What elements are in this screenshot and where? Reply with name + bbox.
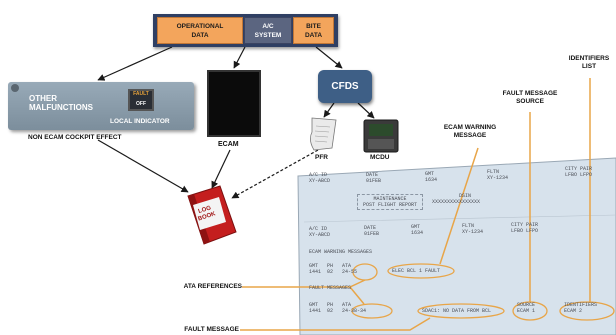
panel-screw-icon	[11, 84, 19, 92]
report-date2-header: DATE	[364, 225, 377, 231]
fault-message-source-callout: FAULT MESSAGE SOURCE	[502, 90, 558, 105]
fault-message-callout: FAULT MESSAGE	[184, 326, 239, 333]
arrow-to-ecam	[233, 46, 246, 69]
report-date-header: DATE	[366, 172, 379, 178]
non-ecam-cockpit-effect-label: NON ECAM COCKPIT EFFECT	[28, 134, 122, 141]
other-malfunctions-label: OTHER MALFUNCTIONS	[29, 94, 93, 112]
logbook-graphic	[187, 185, 237, 245]
report-gmt2-header: GMT	[411, 224, 421, 230]
ecam-label: ECAM	[218, 141, 239, 148]
arrow-to-cfds	[315, 46, 343, 69]
identifiers-list-callout: IDENTIFIERS LIST	[568, 55, 610, 70]
cockpit-panel	[8, 82, 194, 130]
report-city-header: CITY PAIR	[565, 166, 593, 172]
arrow-to-cockpit	[97, 46, 173, 81]
report-gmt-value: 1634	[425, 177, 438, 183]
report-dsin-value: XXXXXXXXXXXXXXXX	[432, 199, 481, 205]
report-date2-value: 01FEB	[364, 231, 380, 237]
report-acid-header: A/C ID	[309, 172, 328, 178]
arrow-ecam-to-logbook	[211, 149, 231, 189]
ac-system-label: A/C SYSTEM	[254, 22, 282, 39]
report-fltn2-value: XY-1234	[462, 229, 484, 235]
pfr-label: PFR	[315, 154, 328, 161]
leader-fault-msg	[240, 317, 431, 331]
report-city-value: LFBO LFPO	[565, 172, 593, 178]
arrow-to-pfr	[323, 102, 335, 118]
bite-data-box: BITE DATA	[293, 17, 334, 44]
local-indicator-label: LOCAL INDICATOR	[110, 118, 170, 125]
report-fltn-value: XY-1234	[487, 175, 509, 181]
bite-data-label: BITE DATA	[304, 22, 323, 39]
report-identifiers-header: IDENTIFIERS	[564, 302, 598, 308]
arrow-cockpit-to-logbook	[97, 139, 189, 193]
report-gmt2-value: 1634	[411, 230, 424, 236]
fault-pushbutton	[128, 89, 154, 111]
report-fltn2-header: FLTN	[462, 223, 475, 229]
report-fault-section-title: FAULT MESSAGES	[309, 285, 352, 291]
operational-data-label: OPERATIONAL DATA	[176, 22, 224, 39]
fault-light-label: FAULT	[133, 91, 149, 97]
mcdu-label: MCDU	[370, 154, 390, 161]
report-ecam-section-title: ECAM WARNING MESSAGES	[309, 249, 373, 255]
report-identifiers-value: ECAM 2	[564, 308, 583, 314]
ata-fault-highlight	[351, 303, 393, 319]
ac-system-box: A/C SYSTEM	[244, 17, 292, 44]
report-maintenance-title: MAINTENANCE POST FLIGHT REPORT	[357, 194, 424, 210]
report-fault-values: 1441 02 24-38-34	[309, 308, 367, 314]
operational-data-box: OPERATIONAL DATA	[157, 17, 243, 44]
report-acid2-header: A/C ID	[309, 226, 328, 232]
report-divider	[303, 214, 616, 223]
cfds-box: CFDS	[318, 70, 372, 103]
ata-references-callout: ATA REFERENCES	[183, 283, 242, 290]
report-sheet	[297, 157, 616, 335]
off-light-label: OFF	[136, 101, 146, 107]
report-fltn-header: FLTN	[487, 169, 500, 175]
data-source-bar: OPERATIONAL DATA A/C SYSTEM BITE DATA	[153, 14, 338, 47]
ecam-screen	[207, 70, 261, 137]
report-source-header: SOURCE	[517, 302, 536, 308]
pfr-printout-graphic	[310, 117, 337, 151]
report-dsin-header: DSIN	[459, 193, 472, 199]
report-ecam-message: ELEC BCL 1 FAULT	[392, 268, 441, 274]
report-acid2-value: XY-ABCD	[309, 232, 331, 238]
report-gmt-header: GMT	[425, 171, 435, 177]
report-city2-header: CITY PAIR	[511, 222, 539, 228]
ecam-msg-highlight	[387, 263, 455, 279]
report-source-value: ECAM 1	[517, 308, 536, 314]
fault-msg-highlight	[417, 303, 505, 319]
report-acid-value: XY-ABCD	[309, 178, 331, 184]
mcdu-graphic	[363, 119, 399, 153]
report-date-value: 01FEB	[366, 178, 382, 184]
report-fault-columns: GMT PH ATA	[309, 302, 352, 308]
report-ecam-values: 1441 02 24-55	[309, 269, 358, 275]
leader-ata-refs-lower	[349, 286, 365, 305]
identifiers-highlight	[559, 301, 615, 321]
arrow-to-mcdu	[357, 102, 375, 119]
report-ecam-columns: GMT PH ATA	[309, 263, 352, 269]
ecam-warning-message-callout: ECAM WARNING MESSAGE	[443, 124, 497, 139]
report-fault-message: SDAC1: NO DATA FROM BCL	[422, 308, 492, 314]
report-city2-value: LFBO LFPO	[511, 228, 539, 234]
arrow-pfr-to-logbook	[231, 149, 319, 199]
leader-ecam-warning	[439, 147, 479, 265]
